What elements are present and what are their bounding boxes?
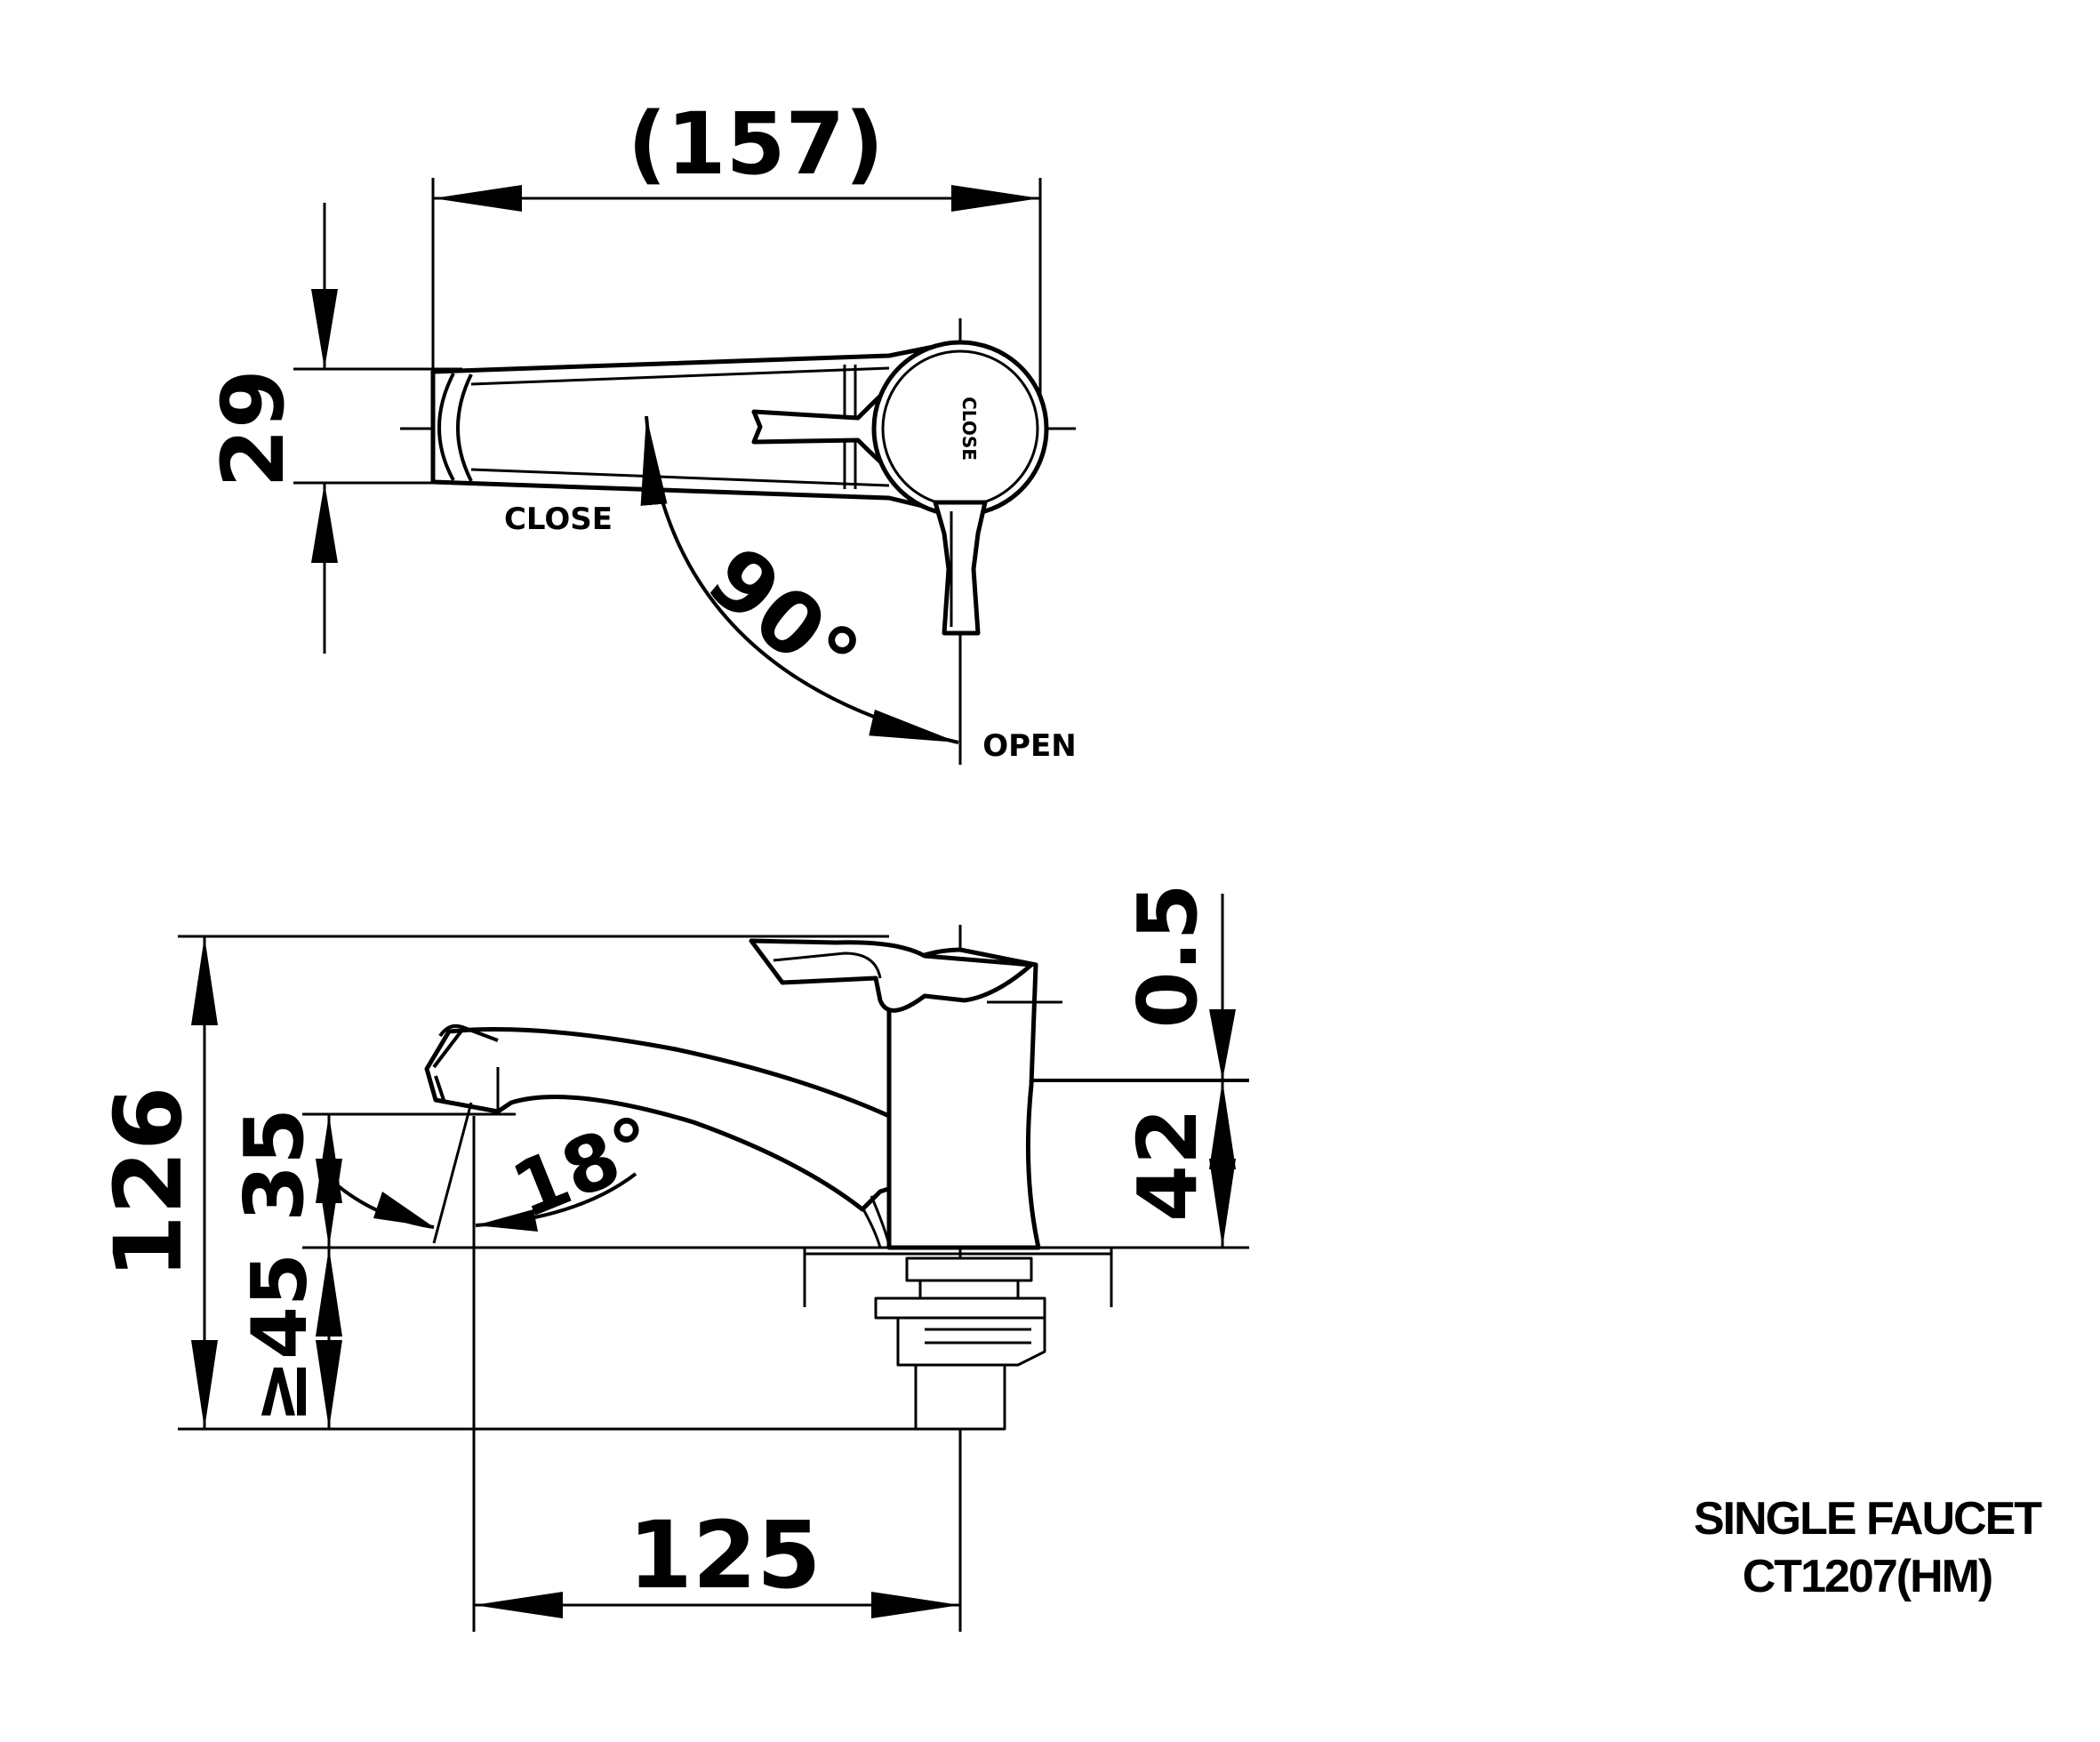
dim-reach-label: 125 [628, 1501, 821, 1610]
dim-min-mount-45: ≥45 [236, 1248, 342, 1429]
dim-outlet-height-35: 35 [227, 1108, 342, 1248]
handle-close-mark: CLOSE [958, 397, 980, 461]
open-label: OPEN [982, 728, 1077, 764]
title-block: SINGLE FAUCET CT1207(HM) [1694, 1493, 2044, 1602]
dim-total-height-126: 126 [94, 936, 219, 1429]
dim-outlet-height-label: 35 [227, 1108, 322, 1222]
angle-90-label: 90° [690, 527, 878, 708]
dim-height-29: 29 [204, 203, 462, 654]
mounting-hardware [803, 1248, 1113, 1431]
spout-side [424, 1024, 947, 1248]
dim-height-label: 29 [204, 369, 303, 488]
dim-min-mount-label: ≥45 [236, 1253, 325, 1424]
dim-body-height-label: 42 [1120, 1108, 1215, 1222]
dim-right-stack: 0.5 42 [1120, 884, 1236, 1248]
model-code: CT1207(HM) [1743, 1551, 1992, 1602]
angle-18: 18° [327, 1099, 668, 1244]
handle-open [933, 500, 988, 636]
dim-top-gap-label: 0.5 [1120, 884, 1215, 1029]
dim-total-height-label: 126 [94, 1086, 203, 1279]
body-side [749, 938, 1062, 1250]
side-view: 126 35 ≥45 0.5 42 125 [94, 884, 1249, 1632]
dim-length-157: (157) [431, 94, 1042, 418]
top-view: (157) 29 [204, 94, 1077, 765]
close-label: CLOSE [504, 502, 613, 537]
product-type: SINGLE FAUCET [1694, 1493, 2042, 1545]
dim-length-label: (157) [628, 94, 884, 194]
angle-18-label: 18° [501, 1099, 668, 1236]
